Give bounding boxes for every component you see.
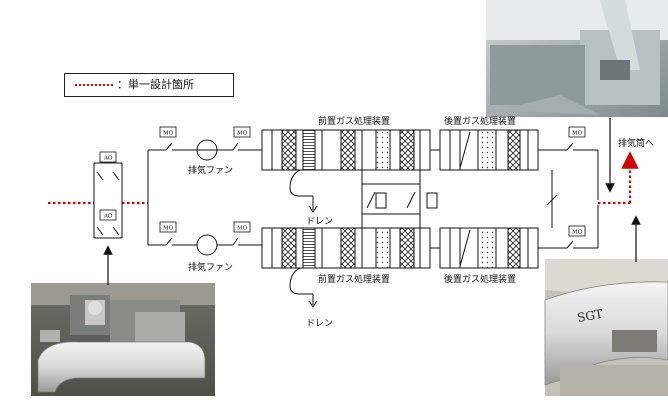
legend: ：単一設計箇所 (64, 73, 234, 97)
ao-valve-lower: AO (99, 209, 117, 221)
drain-label-upper: ドレン (306, 217, 333, 227)
train-split-lines (147, 149, 163, 246)
legend-red-dotted-line (75, 84, 113, 86)
photo-equipment (31, 283, 215, 396)
cross-connect-middle (361, 170, 438, 228)
mo-valve-u1: MO (159, 126, 177, 138)
pre-treatment-label-upper: 前置ガス処理装置 (318, 115, 390, 127)
upper-outlet-line (538, 142, 599, 200)
exhaust-fan-label-upper: 排気ファン (188, 164, 233, 176)
svg-text:MO: MO (572, 230, 583, 236)
svg-text:AO: AO (103, 156, 113, 162)
svg-text:MO: MO (163, 226, 174, 232)
to-stack-label: 排気筒へ (618, 137, 654, 149)
post-treatment-label-upper: 後置ガス処理装置 (444, 115, 516, 127)
photo-sgt-pipe: SGT (544, 259, 668, 396)
svg-text:AO: AO (103, 214, 113, 220)
ao-valve-upper: AO (99, 151, 117, 163)
cross-connect-right (546, 170, 558, 228)
mo-valve-l3: MO (568, 225, 586, 237)
mo-valve-l1: MO (159, 221, 177, 233)
svg-text:MO: MO (237, 131, 248, 137)
svg-text:MO: MO (237, 226, 248, 232)
exhaust-fan-label-lower: 排気ファン (188, 261, 233, 273)
pipe-marking: SGT (576, 307, 604, 325)
drain-label-lower: ドレン (306, 319, 333, 329)
mo-valve-u2: MO (233, 126, 251, 138)
post-treatment-unit-upper (430, 129, 539, 171)
mo-valve-l2: MO (233, 221, 251, 233)
lower-train (163, 234, 262, 256)
svg-text:MO: MO (572, 131, 583, 137)
pre-treatment-unit-upper (261, 129, 431, 171)
svg-text:MO: MO (163, 131, 174, 137)
pre-treatment-unit-lower (261, 227, 431, 269)
post-treatment-unit-lower (430, 227, 539, 269)
drain-lower (289, 267, 318, 308)
pre-treatment-label-lower: 前置ガス処理装置 (318, 273, 390, 285)
mo-valve-u3: MO (568, 126, 586, 138)
drain-upper (289, 169, 318, 213)
photo-duct (486, 0, 668, 117)
lower-outlet-line (538, 205, 599, 249)
upper-train (163, 139, 262, 161)
legend-text: ：単一設計箇所 (117, 78, 194, 91)
ao-valve-group (93, 162, 123, 239)
post-treatment-label-lower: 後置ガス処理装置 (444, 273, 516, 285)
